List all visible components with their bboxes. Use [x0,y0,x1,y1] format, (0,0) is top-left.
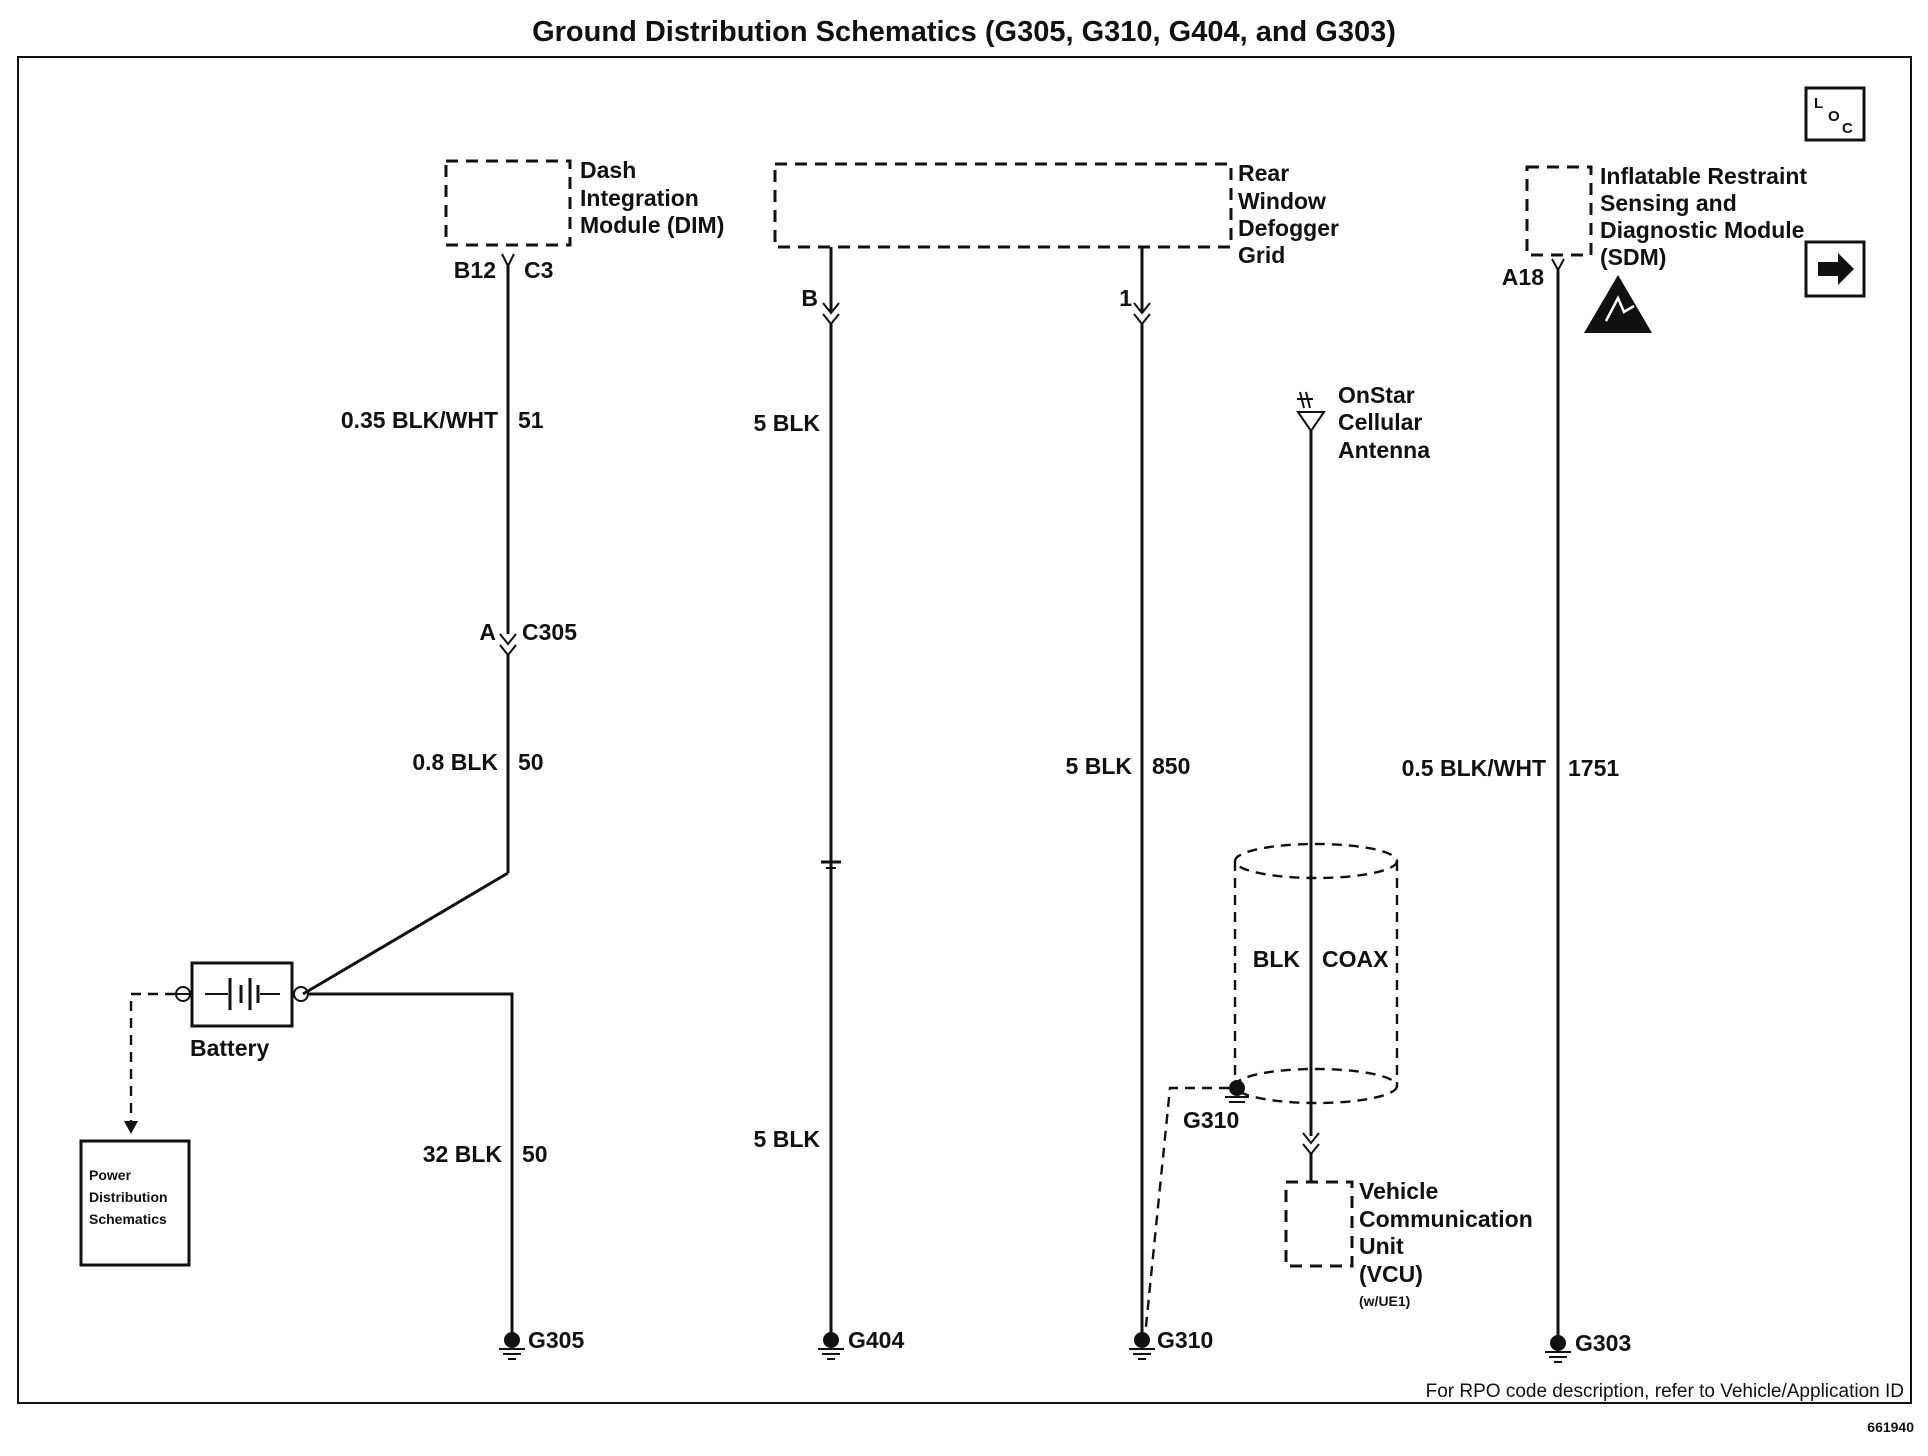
wire-850-circuit: 850 [1152,753,1190,779]
defogger-pin-b-label: B [801,285,818,311]
power-distribution-reference-box[interactable]: Power Distribution Schematics [79,1139,191,1267]
svg-text:L: L [1814,95,1823,112]
dim-module-box [444,159,572,247]
ground-icon [818,1332,844,1360]
vcu-option-label: (w/UE1) [1359,1293,1410,1309]
page-title: Ground Distribution Schematics (G305, G3… [532,16,1396,48]
battery-label: Battery [190,1035,269,1061]
ground-icon [499,1332,525,1360]
dim-connector-symbol [501,253,515,269]
wire-50-ground [308,992,514,1334]
defogger-label: Rear Window Defogger Grid [1238,160,1345,268]
coax-shield-cylinder [1233,842,1399,1105]
wire-51-circuit: 51 [518,407,544,433]
power-distribution-reference-line [129,992,175,1122]
vcu-module-box [1284,1180,1354,1268]
defogger-grid-box [773,162,1233,249]
coax-label: COAX [1322,946,1389,972]
g404-lower-wire-label: 5 BLK [754,1126,821,1152]
sdm-connector-symbol [1551,258,1565,273]
wire-850-size-color: 5 BLK [1066,753,1133,779]
ground-icon [1545,1335,1571,1363]
right-arrow-icon[interactable] [1804,240,1866,298]
wire-50b-size-color: 32 BLK [423,1141,503,1167]
diagram-frame [17,56,1912,1404]
c305-label: C305 [522,619,577,645]
g305-label: G305 [528,1327,584,1353]
g310-label: G310 [1157,1327,1213,1353]
g310-shield-label: G310 [1183,1107,1239,1133]
svg-text:Power Distribution: Power Distribution Schematics [89,1167,171,1227]
ground-icon [1225,1080,1249,1103]
sdm-pin-label: A18 [1502,264,1544,290]
g303-label: G303 [1575,1330,1631,1356]
battery-icon [175,961,309,1028]
dim-label: Dash Integration Module (DIM) [580,157,724,238]
vcu-label: Vehicle Communication Unit (VCU) [1359,1178,1539,1287]
vcu-connector-symbol [1302,1132,1320,1156]
wire-50a-circuit: 50 [518,749,544,775]
g404-upper-wire-label: 5 BLK [754,410,821,436]
ground-icon [1129,1332,1155,1360]
wire-51-size-color: 0.35 BLK/WHT [341,407,498,433]
g404-label: G404 [848,1327,904,1353]
loc-icon[interactable]: L O C [1804,86,1866,142]
dim-connector-label: C3 [524,257,553,283]
svg-text:C: C [1842,120,1853,137]
sdm-module-box [1525,165,1593,257]
wire-1751-circuit: 1751 [1568,755,1619,781]
dim-pin-label: B12 [454,257,496,283]
figure-id: 661940 [1867,1419,1914,1435]
reference-arrowhead [124,1121,138,1134]
wire-50b-circuit: 50 [522,1141,548,1167]
esd-warning-triangle-icon [1584,275,1652,333]
antenna-icon [1296,391,1326,433]
shield-ground-jumper [1143,1086,1229,1337]
rpo-footnote: For RPO code description, refer to Vehic… [1426,1381,1904,1402]
c305-pin-label: A [479,619,496,645]
c305-connector-symbol [499,633,517,657]
wire-50a-size-color: 0.8 BLK [412,749,498,775]
coax-blk-label: BLK [1253,946,1301,972]
svg-text:O: O [1828,108,1840,125]
wire-50-to-battery [302,871,509,996]
defogger-pin-1-label: 1 [1119,285,1132,311]
sdm-label: Inflatable Restraint Sensing and Diagnos… [1600,163,1813,270]
wire-1751-size-color: 0.5 BLK/WHT [1402,755,1546,781]
onstar-antenna-label: OnStar Cellular Antenna [1338,382,1430,463]
